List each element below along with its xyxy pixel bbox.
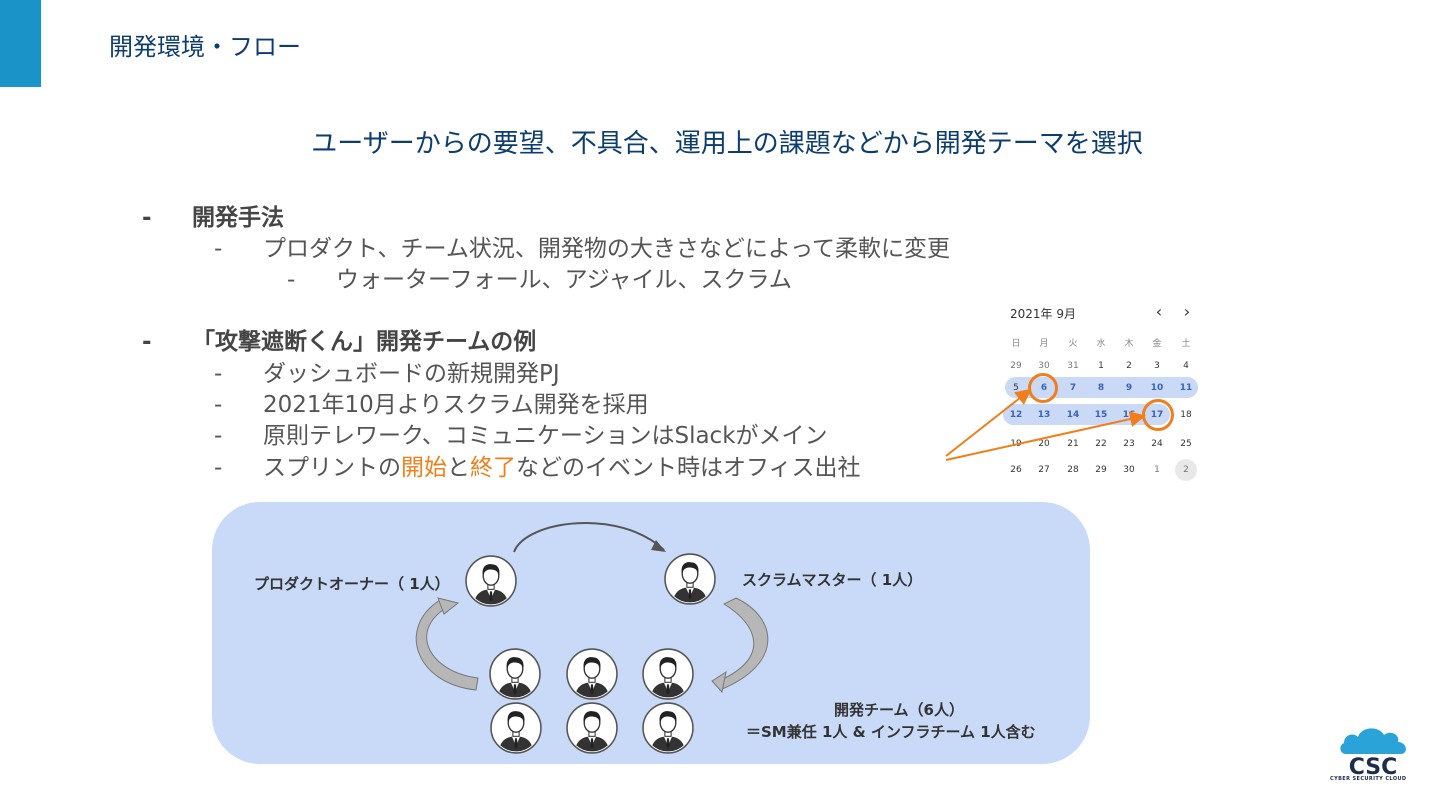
calendar-month-label: 2021年 9月 [1010,307,1076,321]
calendar-day[interactable]: 27 [1038,465,1050,475]
calendar-weekday: 木 [1124,339,1134,349]
bullet-text: 原則テレワーク、コミュニケーションはSlackがメイン [263,423,828,449]
calendar-day[interactable]: 11 [1179,383,1193,393]
logo-wordmark: CSC [1349,755,1398,780]
calendar-day[interactable]: 8 [1097,383,1105,393]
scrum-master-label: スクラムマスター（ 1人） [742,571,923,589]
calendar-day[interactable]: 30 [1123,465,1135,475]
bullet-text: などのイベント時はオフィス出社 [516,455,861,481]
calendar-day[interactable]: 26 [1010,465,1022,475]
calendar-weekday: 月 [1039,339,1049,349]
calendar-day[interactable]: 29 [1010,361,1022,371]
calendar-weekday: 金 [1152,339,1162,349]
highlight-end: 終了 [470,455,516,481]
arrow-team-to-po [415,599,479,691]
header-accent-bar [0,0,41,87]
dev-member-avatar [490,649,540,700]
slide-subtitle: ユーザーからの要望、不具合、運用上の課題などから開発テーマを選択 [311,129,1143,159]
dev-member-avatar [643,649,693,700]
calendar-day[interactable]: 1 [1098,361,1104,371]
csc-logo: CSC [1340,728,1406,780]
bullet-item: - プロダクト、チーム状況、開発物の大きさなどによって柔軟に変更 [214,229,950,263]
bullet-dash: - [214,236,223,262]
calendar-weekday: 水 [1096,339,1106,349]
calendar-day[interactable]: 28 [1067,465,1079,475]
calendar-day[interactable]: 9 [1125,383,1133,393]
calendar-day[interactable]: 1 [1154,465,1160,475]
bullet-text: と [447,455,470,481]
bullet-dash: - [287,267,296,293]
bullet-item: - ダッシュボードの新規開発PJ [214,354,560,388]
bullet-item: - 原則テレワーク、コミュニケーションはSlackがメイン [214,416,828,450]
calendar-day[interactable]: 3 [1154,361,1160,371]
calendar-day[interactable]: 30 [1038,361,1050,371]
calendar-day[interactable]: 2 [1126,361,1132,371]
bullet-dash: - [142,329,152,355]
calendar-day[interactable]: 14 [1066,410,1080,420]
calendar-day[interactable]: 2 [1175,459,1197,481]
bullet-dash: - [214,361,223,387]
product-owner-label: プロダクトオーナー（ 1人） [254,575,450,593]
arrow-head [437,597,460,615]
dev-member-avatar [491,703,541,754]
section-heading-text: 開発手法 [192,205,284,231]
calendar-day[interactable]: 25 [1180,439,1192,449]
page-title: 開発環境・フロー [109,33,301,61]
bullet-subitem: - ウォーターフォール、アジャイル、スクラム [287,260,792,294]
section-heading-text: 「攻撃遮断くん」開発チームの例 [192,329,537,355]
bullet-text: スプリントの [263,455,401,481]
calendar-day[interactable]: 24 [1151,439,1163,449]
arrow-head [651,540,666,552]
dev-member-avatar [643,703,693,754]
bullet-text: ダッシュボードの新規開発PJ [263,361,560,387]
dev-team-note: ＝SM兼任 1人 & インフラチーム 1人含む [746,723,1036,741]
calendar-weekday: 火 [1068,339,1078,349]
calendar-weekday: 日 [1011,339,1021,349]
bullet-dash: - [214,455,223,481]
bullet-text: ウォーターフォール、アジャイル、スクラム [336,267,792,293]
calendar-day[interactable]: 13 [1037,410,1051,420]
calendar-day[interactable]: 15 [1094,410,1108,420]
section-heading-team-example: - 「攻撃遮断くん」開発チームの例 [142,322,536,356]
section-heading-method: - 開発手法 [142,198,284,232]
arrow-head [711,670,727,694]
bullet-item: - スプリントの開始と終了などのイベント時はオフィス出社 [214,448,861,482]
chevron-left-icon[interactable]: ‹ [1155,302,1163,321]
sprint-start-marker [1028,373,1058,403]
bullet-dash: - [214,423,223,449]
highlight-start: 開始 [401,455,447,481]
bullet-dash: - [142,205,152,231]
scrum-master-avatar [665,554,715,605]
dev-member-avatar [567,703,617,754]
calendar-day[interactable]: 7 [1069,383,1077,393]
bullet-dash: - [214,392,223,418]
bullet-text: 2021年10月よりスクラム開発を採用 [263,392,649,418]
bullet-text: プロダクト、チーム状況、開発物の大きさなどによって柔軟に変更 [263,236,951,262]
calendar-day[interactable]: 5 [1013,383,1019,393]
dev-member-avatar [567,649,617,700]
calendar-day[interactable]: 4 [1183,361,1189,371]
calendar-day[interactable]: 10 [1150,383,1164,393]
bullet-item: - 2021年10月よりスクラム開発を採用 [214,385,649,419]
logo-tagline: CYBER SECURITY CLOUD [1330,776,1407,782]
calendar-day[interactable]: 18 [1180,410,1192,420]
dev-team-label: 開発チーム（6人） [834,701,964,719]
arrow-po-to-sm [513,522,665,553]
calendar-weekday: 土 [1181,339,1191,349]
product-owner-avatar [466,556,516,607]
chevron-right-icon[interactable]: › [1183,302,1191,321]
calendar-day[interactable]: 29 [1095,465,1107,475]
calendar-day[interactable]: 31 [1067,361,1079,371]
